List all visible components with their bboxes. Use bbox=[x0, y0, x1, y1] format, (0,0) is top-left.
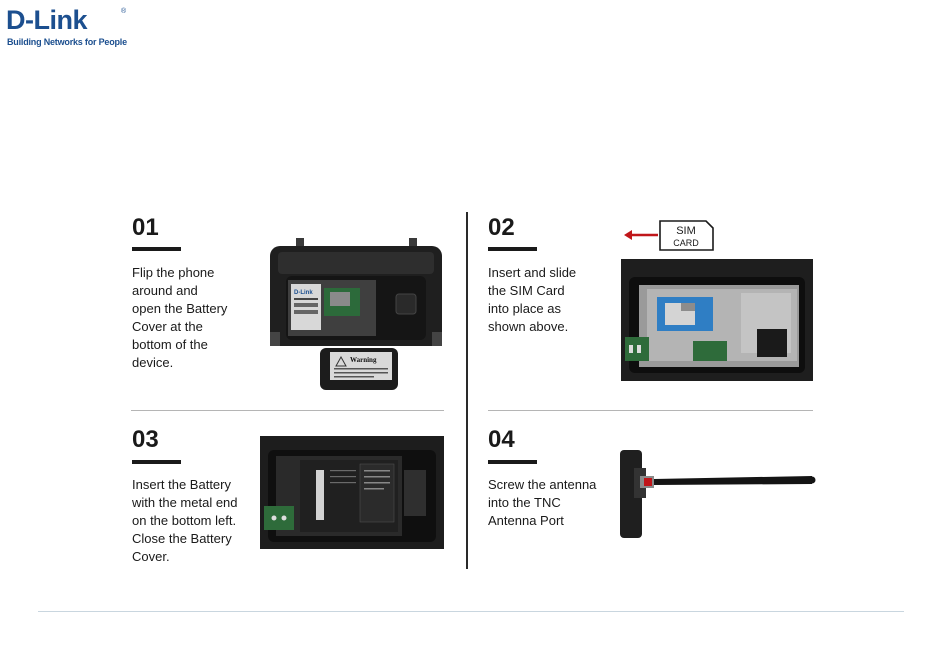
battery-cover-warning-label: Warning bbox=[350, 356, 377, 364]
arrow-head-icon bbox=[624, 230, 632, 240]
step-03-line: Close the Battery bbox=[132, 531, 232, 546]
logo-wordmark: D-Link bbox=[6, 5, 88, 35]
sim-label: SIM bbox=[676, 225, 696, 237]
sim-card-insert-diagram: SIM CARD bbox=[622, 218, 716, 252]
sim-slot-photo bbox=[621, 259, 813, 381]
step-01-line: open the Battery bbox=[132, 301, 228, 316]
vertical-divider bbox=[466, 212, 468, 569]
step-04-underline bbox=[488, 460, 537, 464]
dlink-logo: D-Link ® Building Networks for People bbox=[6, 5, 136, 47]
footer-line bbox=[38, 611, 904, 612]
step-04-line: Screw the antenna bbox=[488, 477, 597, 492]
horizontal-divider-right bbox=[488, 410, 813, 411]
step-02-text: Insert and slide the SIM Card into place… bbox=[488, 264, 613, 336]
logo-registered-mark: ® bbox=[121, 8, 127, 15]
horizontal-divider-left bbox=[131, 410, 444, 411]
step-04-line: Antenna Port bbox=[488, 513, 564, 528]
step-04-number: 04 bbox=[488, 426, 515, 453]
step-02-line: into place as bbox=[488, 301, 561, 316]
step-03-line: on the bottom left. bbox=[132, 513, 237, 528]
step-01-text: Flip the phone around and open the Batte… bbox=[132, 264, 257, 372]
step-03-line: Insert the Battery bbox=[132, 477, 231, 492]
logo-tagline: Building Networks for People bbox=[7, 37, 127, 47]
antenna-photo bbox=[620, 448, 816, 540]
step-01-line: around and bbox=[132, 283, 198, 298]
step-02-underline bbox=[488, 247, 537, 251]
device-label: D-Link bbox=[294, 290, 313, 296]
step-01-line: bottom of the bbox=[132, 337, 208, 352]
step-02-line: Insert and slide bbox=[488, 265, 577, 280]
step-02-line: the SIM Card bbox=[488, 283, 565, 298]
step-03-line: Cover. bbox=[132, 549, 170, 564]
step-03-underline bbox=[132, 460, 181, 464]
step-01-line: Flip the phone bbox=[132, 265, 215, 280]
step-03-line: with the metal end bbox=[132, 495, 238, 510]
step-01-line: Cover at the bbox=[132, 319, 203, 334]
step-01-underline bbox=[132, 247, 181, 251]
step-03-number: 03 bbox=[132, 426, 159, 453]
step-01-number: 01 bbox=[132, 214, 159, 241]
battery-inserted-photo bbox=[260, 436, 444, 549]
phone-back-photo: D-Link Warning bbox=[266, 232, 448, 394]
step-03-text: Insert the Battery with the metal end on… bbox=[132, 476, 257, 566]
card-label: CARD bbox=[673, 238, 699, 248]
step-02-line: shown above. bbox=[488, 319, 569, 334]
step-01-line: device. bbox=[132, 355, 174, 370]
step-04-line: into the TNC bbox=[488, 495, 561, 510]
step-02-number: 02 bbox=[488, 214, 515, 241]
sim-card-icon bbox=[659, 220, 714, 251]
step-04-text: Screw the antenna into the TNC Antenna P… bbox=[488, 476, 613, 530]
